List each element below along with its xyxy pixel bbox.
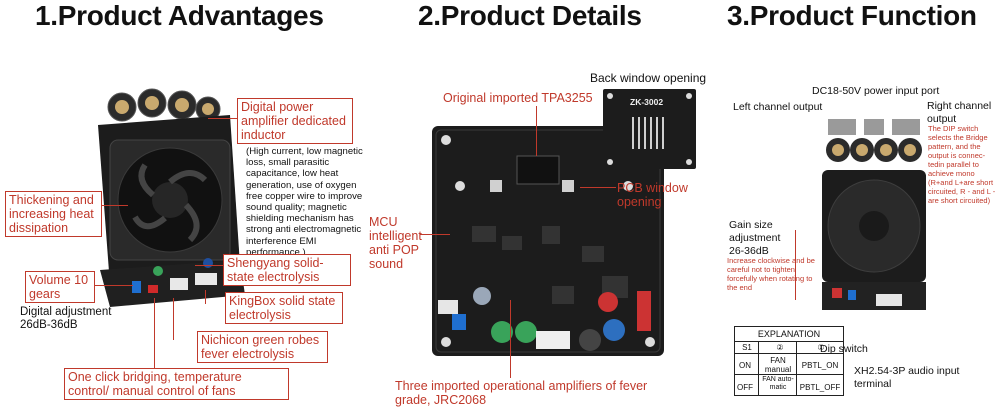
explanation-col-2: ②	[776, 343, 784, 352]
volume-label: Volume 10 gears	[25, 271, 95, 303]
tpa-label: Original imported TPA3255	[443, 91, 593, 105]
inductor-label: Digital power amplifier dedicated induct…	[237, 98, 353, 144]
amplifiers-label: Three imported operational amplifiers of…	[395, 379, 648, 407]
gain-pointer	[795, 230, 796, 300]
gain-warning: Increase clockwise and be careful not to…	[727, 256, 815, 292]
inductor-description: (High current, low magnetic loss, small …	[246, 146, 363, 258]
tpa-pointer	[536, 106, 537, 156]
explanation-pbtl-off: PBTL_OFF	[799, 383, 841, 392]
explanation-pbtl-on: PBTL_ON	[801, 361, 839, 370]
thickening-pointer	[102, 205, 128, 206]
pcb-window-label: PCB window opening	[617, 181, 688, 209]
nichicon-pointer	[173, 298, 174, 340]
explanation-off: OFF	[737, 383, 753, 392]
back-window-label: Back window opening	[590, 71, 707, 85]
power-port-label: DC18-50V power input port	[812, 85, 940, 97]
shengyang-label: Shengyang solid-state electrolysis	[223, 254, 351, 286]
nichicon-label: Nichicon green robes fever electrolysis	[197, 331, 328, 363]
explanation-table: EXPLANATION S1 ② ① ON FAN manual PBTL_ON…	[734, 326, 844, 396]
amplifiers-pointer	[510, 300, 511, 378]
explanation-title: EXPLANATION	[757, 329, 821, 339]
kingbox-label: KingBox solid state electrolysis	[225, 292, 343, 324]
board-mark: ZK-3002	[630, 97, 664, 107]
one-click-pointer	[154, 298, 155, 368]
heading-function: 3.Product Function	[727, 0, 977, 31]
heading-advantages: 1.Product Advantages	[35, 0, 324, 31]
pcb-top-photo	[432, 126, 664, 356]
back-window-photo	[603, 89, 696, 169]
left-channel-label: Left channel output	[733, 101, 823, 113]
thickening-label: Thickening and increasing heat dissipati…	[5, 191, 102, 237]
explanation-on: ON	[739, 361, 751, 370]
one-click-label: One click bridging, temperature control/…	[64, 368, 289, 400]
mcu-label: MCU intelligent anti POP sound	[369, 215, 422, 271]
heading-details: 2.Product Details	[418, 0, 642, 31]
amplifier-board-photo-1	[98, 88, 245, 307]
volume-pointer	[95, 285, 133, 286]
gain-label: Gain size adjustment 26-36dB	[729, 219, 781, 257]
right-channel-label: Right channel output	[927, 100, 992, 125]
shengyang-pointer	[195, 265, 223, 266]
dip-description: The DIP switch selects the Bridge patter…	[928, 124, 996, 205]
xh-terminal-label: XH2.54-3P audio input terminal	[854, 365, 960, 390]
pcb-window-pointer	[580, 187, 616, 188]
explanation-col-s1: S1	[742, 343, 752, 352]
amplifier-board-photo-3	[822, 119, 926, 310]
inductor-pointer	[208, 118, 238, 119]
explanation-fan-auto: FAN auto-matic	[762, 376, 794, 391]
kingbox-pointer	[205, 290, 206, 304]
mcu-pointer	[420, 234, 450, 235]
explanation-col-1: ①	[817, 343, 825, 352]
digital-adjustment-text: Digital adjustment 26dB-36dB	[20, 306, 112, 331]
explanation-fan-manual: FAN manual	[764, 356, 792, 374]
